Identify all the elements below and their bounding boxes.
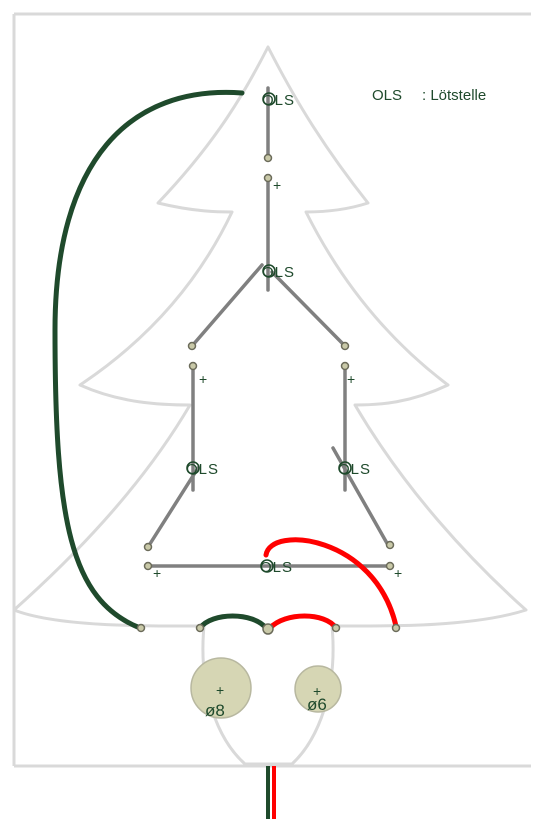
solder-point: OLS	[262, 92, 294, 109]
hole-center-marker: +	[216, 682, 224, 698]
pad	[143, 561, 153, 571]
mounting-hole-small: + ø6	[294, 665, 342, 714]
legend-text: : Lötstelle	[422, 87, 486, 104]
solder-point: OLS	[260, 559, 292, 576]
pad	[391, 623, 401, 633]
pad	[195, 623, 205, 633]
pad	[188, 361, 198, 371]
solder-point: OLS	[338, 461, 370, 478]
plus-marker: +	[347, 371, 355, 387]
dark-green-wires	[52, 89, 269, 631]
solder-label: OLS	[260, 559, 292, 576]
pad	[340, 361, 350, 371]
pads	[136, 153, 401, 635]
pad	[263, 173, 273, 183]
plus-marker: +	[153, 565, 161, 581]
solder-label: OLS	[262, 92, 294, 109]
mounting-hole-large: + ø8	[190, 657, 252, 720]
solder-points: OLS OLS OLS OLS OLS	[186, 92, 370, 576]
pad	[136, 623, 146, 633]
legend: OLS : Lötstelle	[372, 87, 486, 104]
pad	[143, 542, 153, 552]
pad	[385, 561, 395, 571]
pad	[262, 623, 274, 635]
pad	[263, 153, 273, 163]
legend-symbol: OLS	[372, 87, 402, 104]
solder-label: OLS	[338, 461, 370, 478]
pad	[331, 623, 341, 633]
solder-label: OLS	[262, 264, 294, 281]
hole-label: ø6	[307, 695, 327, 714]
solder-point: OLS	[186, 461, 218, 478]
pad	[340, 341, 350, 351]
hole-center-marker: +	[313, 683, 321, 699]
plus-marker: +	[273, 177, 281, 193]
plus-marker: +	[394, 565, 402, 581]
hole-label: ø8	[205, 701, 225, 720]
solder-label: OLS	[186, 461, 218, 478]
power-cable	[266, 766, 276, 819]
solder-point: OLS	[262, 264, 294, 281]
polarity-markers: + + + + +	[153, 177, 402, 581]
grey-wires	[146, 86, 392, 568]
plus-marker: +	[199, 371, 207, 387]
tree-outline	[12, 45, 528, 766]
pad	[385, 540, 395, 550]
red-wires	[263, 537, 399, 631]
pad	[187, 341, 197, 351]
